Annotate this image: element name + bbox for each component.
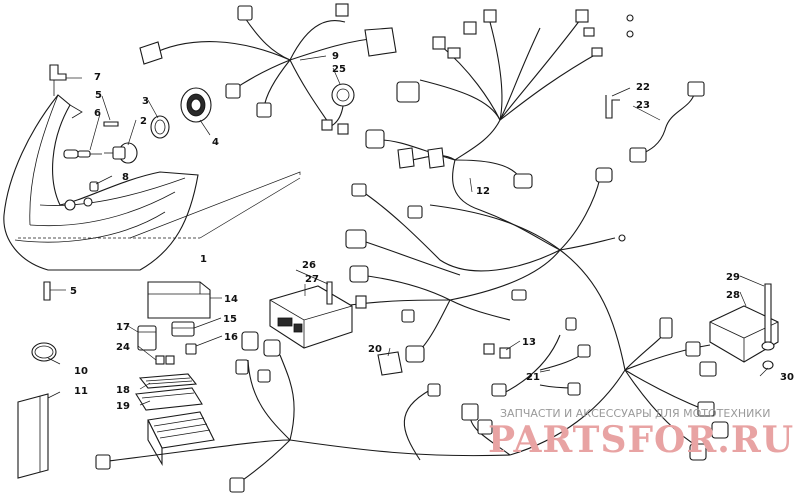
parking-bulb xyxy=(63,149,102,192)
leader-lines xyxy=(47,55,769,406)
connectors xyxy=(95,3,729,493)
callout-3: 3 xyxy=(142,96,149,107)
callout-1: 1 xyxy=(200,254,207,265)
callout-21: 21 xyxy=(526,372,540,383)
sleeve-11 xyxy=(17,393,49,479)
callout-28: 28 xyxy=(726,290,740,301)
callout-24: 24 xyxy=(116,342,130,353)
callout-8: 8 xyxy=(122,172,129,183)
callout-11: 11 xyxy=(74,386,88,397)
callout-23: 23 xyxy=(636,100,650,111)
watermark-logo: PARTSFOR.RU xyxy=(488,419,794,461)
headlight-housing xyxy=(3,94,199,271)
bolt-26 xyxy=(326,281,333,305)
headlight-bulb xyxy=(104,142,138,164)
callout-19: 19 xyxy=(116,401,130,412)
watermark-caption: ЗАПЧАСТИ И АКСЕССУАРЫ ДЛЯ МОТОТЕХНИКИ xyxy=(500,407,770,420)
callout-9: 9 xyxy=(332,51,339,62)
callout-20: 20 xyxy=(368,344,382,355)
callout-6: 6 xyxy=(94,108,101,119)
relay-15 xyxy=(171,321,195,337)
callout-26: 26 xyxy=(302,260,316,271)
callout-7: 7 xyxy=(94,72,101,83)
callout-16: 16 xyxy=(224,332,238,343)
callout-15: 15 xyxy=(223,314,237,325)
fuse-label-18 xyxy=(138,373,198,389)
callout-18: 18 xyxy=(116,385,130,396)
relay-17 xyxy=(137,325,157,351)
callout-labels: 1 2 3 4 5 5 6 7 8 9 10 11 12 13 14 15 16… xyxy=(70,51,794,412)
fuse-24 xyxy=(155,355,175,365)
callout-13: 13 xyxy=(522,337,536,348)
headlight-bracket xyxy=(49,64,67,96)
callout-2: 2 xyxy=(140,116,147,127)
callout-22: 22 xyxy=(636,82,650,93)
callout-14: 14 xyxy=(224,294,238,305)
callout-5b: 5 xyxy=(70,286,77,297)
bolt-29 xyxy=(761,283,775,370)
control-module-28 xyxy=(709,305,779,363)
callout-12: 12 xyxy=(476,186,490,197)
dust-cover xyxy=(180,87,212,123)
callout-30: 30 xyxy=(780,372,794,383)
callout-10: 10 xyxy=(74,366,88,377)
callout-27: 27 xyxy=(305,274,319,285)
bulb-retainer xyxy=(150,115,170,139)
fuse-block xyxy=(147,411,215,467)
clip-22 xyxy=(605,95,620,119)
callout-29: 29 xyxy=(726,272,740,283)
fuse-cover-19 xyxy=(135,387,203,411)
screw-5 xyxy=(43,121,119,301)
horn-25 xyxy=(324,83,355,129)
clamp-10 xyxy=(31,342,57,362)
fuse-16 xyxy=(185,343,197,355)
relay-14 xyxy=(147,281,211,319)
watermark: ЗАПЧАСТИ И АКСЕССУАРЫ ДЛЯ МОТОТЕХНИКИ PA… xyxy=(488,407,794,461)
callout-17: 17 xyxy=(116,322,130,333)
callout-5a: 5 xyxy=(95,90,102,101)
callout-25: 25 xyxy=(332,64,346,75)
callout-4: 4 xyxy=(212,137,219,148)
control-module-27 xyxy=(269,285,353,349)
